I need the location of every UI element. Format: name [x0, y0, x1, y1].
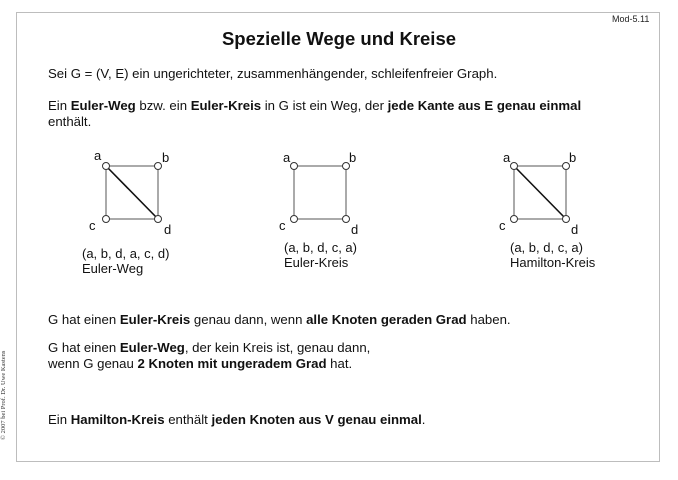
node-d: d [164, 222, 171, 237]
def1-text-1: Ein [48, 98, 71, 113]
node-b: b [569, 150, 576, 165]
node-b: b [162, 150, 169, 165]
graph-euler-kreis: a b c d [279, 150, 358, 237]
thm2-text-4: hat. [326, 356, 353, 371]
euler-definition: Ein Euler-Weg bzw. ein Euler-Kreis in G … [48, 98, 581, 130]
node-a: a [503, 150, 511, 165]
def1-bold-edge-rule: jede Kante aus E genau einmal [387, 98, 582, 113]
slide-frame [16, 12, 660, 462]
thm1-bold-even-degree: alle Knoten geraden Grad [306, 312, 467, 327]
copyright-notice: © 2007 bei Prof. Dr. Uwe Kastens [0, 350, 7, 440]
graph-hamilton-kreis-label: Hamilton-Kreis [510, 255, 596, 270]
graph-euler-kreis-label: Euler-Kreis [284, 255, 349, 270]
def2-text-2: enthält [164, 412, 212, 427]
thm1-text-1: G hat einen [48, 312, 120, 327]
hamilton-definition: Ein Hamilton-Kreis enthält jeden Knoten … [48, 412, 425, 428]
def1-text-4: enthält. [48, 114, 92, 129]
thm1-text-2: genau dann, wenn [190, 312, 307, 327]
graph-hamilton-kreis-caption: (a, b, d, c, a) Hamilton-Kreis [510, 240, 595, 270]
node-c: c [499, 218, 506, 233]
def1-bold-euler-weg: Euler-Weg [70, 98, 136, 113]
def2-bold-hamilton-kreis: Hamilton-Kreis [70, 412, 165, 427]
graph-euler-weg-caption: (a, b, d, a, c, d) Euler-Weg [82, 246, 169, 276]
graph-euler-weg-label: Euler-Weg [82, 261, 144, 276]
thm2-text-1: G hat einen [48, 340, 120, 355]
node-c: c [279, 218, 286, 233]
thm2-bold-euler-weg: Euler-Weg [119, 340, 185, 355]
thm1-text-3: haben. [466, 312, 511, 327]
node-d: d [571, 222, 578, 237]
graph-hamilton-kreis: a b c d [499, 150, 578, 237]
node-b: b [349, 150, 356, 165]
node-c: c [89, 218, 96, 233]
euler-circle-theorem: G hat einen Euler-Kreis genau dann, wenn… [48, 312, 511, 328]
graph-euler-kreis-caption: (a, b, d, c, a) Euler-Kreis [284, 240, 357, 270]
def2-bold-each-node: jeden Knoten aus V genau einmal [211, 412, 422, 427]
def1-text-3: in G ist ein Weg, der [261, 98, 388, 113]
graph-euler-weg-path: (a, b, d, a, c, d) [82, 246, 170, 261]
thm2-text-3: wenn G genau [48, 356, 138, 371]
slide-id: Mod-5.11 [612, 14, 650, 24]
def2-text-1: Ein [48, 412, 71, 427]
thm1-bold-euler-kreis: Euler-Kreis [119, 312, 191, 327]
graph-hamilton-kreis-path: (a, b, d, c, a) [510, 240, 583, 255]
thm2-text-2: , der kein Kreis ist, genau dann, [184, 340, 371, 355]
page-title: Spezielle Wege und Kreise [221, 28, 457, 49]
node-d: d [351, 222, 358, 237]
def1-text-2: bzw. ein [135, 98, 191, 113]
def2-text-3: . [421, 412, 426, 427]
intro-text: Sei G = (V, E) ein ungerichteter, zusamm… [48, 66, 498, 81]
graph-euler-kreis-path: (a, b, d, c, a) [284, 240, 357, 255]
def1-bold-euler-kreis: Euler-Kreis [190, 98, 262, 113]
thm2-bold-odd-degree: 2 Knoten mit ungeradem Grad [137, 356, 327, 371]
euler-path-theorem: G hat einen Euler-Weg, der kein Kreis is… [48, 340, 370, 372]
graph-euler-weg: a b c d [89, 148, 171, 237]
node-a: a [94, 148, 102, 163]
node-a: a [283, 150, 291, 165]
